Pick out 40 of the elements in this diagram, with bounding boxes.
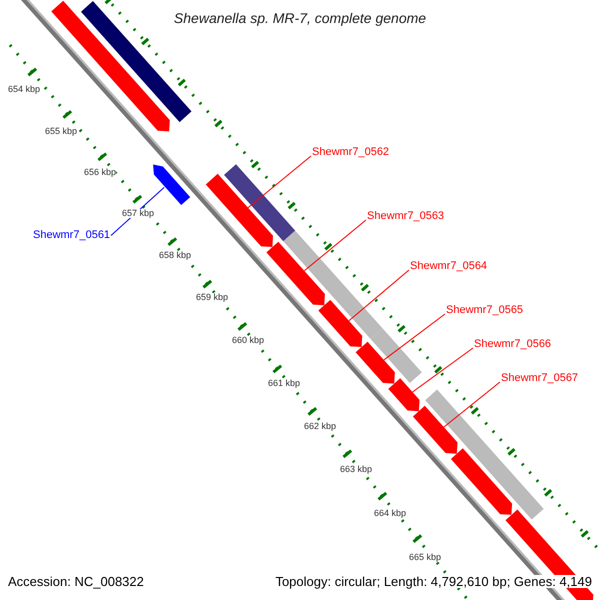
gene-label: Shewmr7_0562 <box>312 147 390 158</box>
gene-bar <box>206 174 273 247</box>
feature-bar <box>224 164 296 242</box>
tick-label: 664 kbp <box>374 509 406 518</box>
tick-label: 661 kbp <box>268 379 300 388</box>
title: Shewanella sp. MR-7, complete genome <box>174 11 426 25</box>
feature-bar <box>370 328 422 383</box>
tick-label: 660 kbp <box>232 336 264 345</box>
tick-label: 658 kbp <box>159 251 192 260</box>
gene-label: Shewmr7_0565 <box>446 305 524 316</box>
tick-label: 659 kbp <box>196 293 228 302</box>
feature-bar <box>283 230 382 339</box>
gene-label: Shewmr7_0567 <box>501 373 578 384</box>
genome-info-note: Topology: circular; Length: 4,792,610 bp; Genes: 4,149 <box>275 575 592 588</box>
accession-note: Accession: NC_008322 <box>8 575 144 588</box>
tick-label: 656 kbp <box>84 168 116 177</box>
leader-line <box>443 382 500 428</box>
gene-label: Shewmr7_0564 <box>410 261 488 272</box>
tick-label: 663 kbp <box>340 465 372 474</box>
gene-bar <box>356 342 395 384</box>
gene-label: Shewmr7_0561 <box>33 230 110 241</box>
leader-line <box>304 220 366 272</box>
leader-line <box>248 156 312 208</box>
leader-line <box>383 314 446 360</box>
tick-label: 662 kbp <box>304 422 336 431</box>
gene-label: Shewmr7_0566 <box>474 339 552 350</box>
tick-label: 665 kbp <box>409 553 442 562</box>
gene-bar <box>412 406 458 454</box>
gene-bar <box>266 242 325 306</box>
tick-label: 655 kbp <box>45 127 78 136</box>
gene-bar <box>318 300 362 347</box>
gene-bar <box>388 378 420 412</box>
tick-label: 654 kbp <box>8 85 40 94</box>
tick-label: 657 kbp <box>122 209 154 218</box>
gene-bar <box>450 448 512 515</box>
gene-label: Shewmr7_0563 <box>367 211 444 222</box>
leader-line <box>348 270 410 322</box>
leader-line <box>412 348 474 393</box>
gene-bar <box>153 164 190 205</box>
feature-bar <box>425 390 544 520</box>
